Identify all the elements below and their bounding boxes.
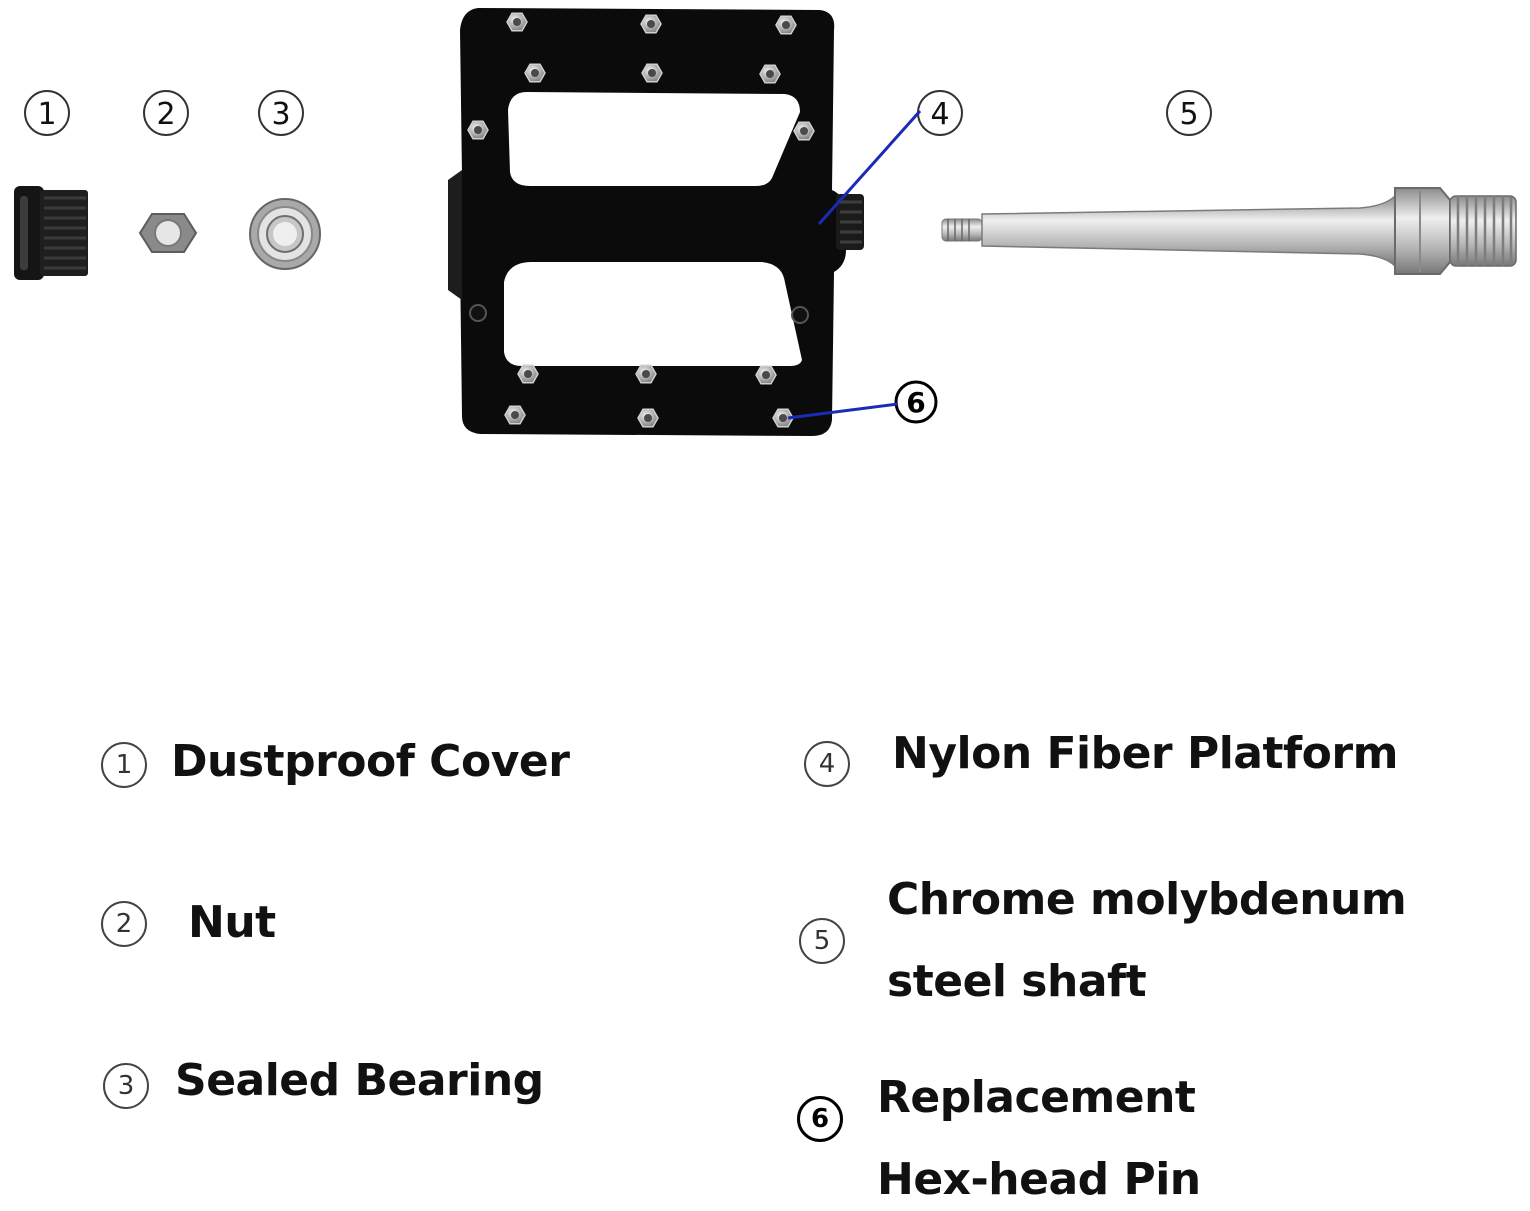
callout-5-number: 5 — [1179, 97, 1198, 132]
callout-5: 5 — [1166, 90, 1212, 136]
hex-head-pins — [467, 12, 815, 428]
hex-pin-socket — [513, 18, 521, 26]
nut-part — [138, 213, 198, 253]
legend-6-number: 6 — [797, 1096, 843, 1142]
shaft-part — [941, 187, 1517, 275]
callout-3: 3 — [258, 90, 304, 136]
legend-4-label: Nylon Fiber Platform — [892, 728, 1398, 779]
hex-pin-socket — [474, 126, 482, 134]
hex-pin-socket — [766, 70, 774, 78]
leader-line-4 — [817, 110, 922, 225]
sealed-bearing-part — [249, 198, 321, 270]
legend-6-label-line1: Replacement — [877, 1072, 1196, 1123]
callout-1: 1 — [24, 90, 70, 136]
legend-5-label-line1: Chrome molybdenum — [887, 874, 1407, 925]
legend-3-number: 3 — [103, 1063, 149, 1109]
legend-4-number: 4 — [804, 741, 850, 787]
hex-pin-socket — [644, 414, 652, 422]
hex-pin-socket — [762, 371, 770, 379]
callout-6-number: 6 — [906, 386, 925, 419]
legend-1-label: Dustproof Cover — [171, 736, 570, 787]
callout-4-number: 4 — [930, 97, 949, 132]
legend-2-number: 2 — [101, 901, 147, 947]
hex-pin-socket — [524, 370, 532, 378]
legend-6-label-line2: Hex-head Pin — [877, 1154, 1201, 1205]
nylon-platform-part — [448, 8, 864, 436]
dustproof-cover-part — [14, 186, 88, 280]
hex-pin-socket — [779, 414, 787, 422]
legend-3-label: Sealed Bearing — [175, 1055, 544, 1106]
legend-2-label: Nut — [188, 897, 276, 948]
callout-6: 6 — [894, 380, 938, 424]
hex-pin-socket — [648, 69, 656, 77]
legend-5-number: 5 — [799, 918, 845, 964]
legend-1-number: 1 — [101, 742, 147, 788]
exploded-parts-diagram: 1 2 3 4 5 6 — [14, 8, 1517, 436]
callout-3-number: 3 — [271, 97, 290, 132]
legend-5-label-line2: steel shaft — [887, 956, 1147, 1007]
callout-2: 2 — [143, 90, 189, 136]
hex-pin-socket — [647, 20, 655, 28]
hex-pin-socket — [531, 69, 539, 77]
hex-pin-socket — [642, 370, 650, 378]
callout-4: 4 — [917, 90, 963, 136]
hex-pin-socket — [782, 21, 790, 29]
hex-pin-socket — [800, 127, 808, 135]
leader-line-6 — [787, 402, 899, 420]
callout-2-number: 2 — [156, 97, 175, 132]
hex-pin-socket — [511, 411, 519, 419]
callout-1-number: 1 — [37, 97, 56, 132]
